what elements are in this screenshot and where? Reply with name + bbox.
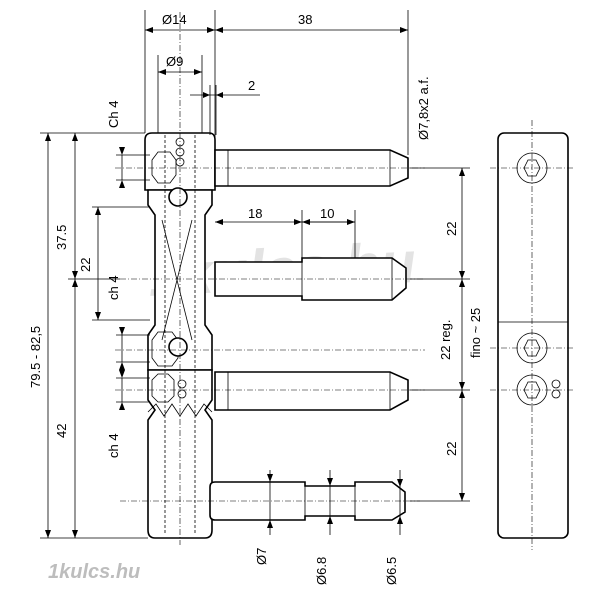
- arrowheads: [45, 27, 465, 538]
- ball-upper: [168, 187, 188, 207]
- dim-chamfer-lower: ch 4: [106, 433, 121, 458]
- hex-socket-upper: [151, 151, 177, 184]
- dim-diameter-6-5: Ø6.5: [384, 557, 399, 585]
- dim-42: 42: [54, 424, 69, 438]
- lower-pin: [214, 371, 409, 411]
- dim-hex-7-8: Ø7,8x2 a.f.: [416, 76, 431, 140]
- hinge-side-view: [144, 132, 409, 539]
- hex-socket-middle: [151, 331, 179, 367]
- dim-18: 18: [248, 206, 262, 221]
- hex-socket-lower: [151, 373, 175, 403]
- dim-length-38: 38: [298, 12, 312, 27]
- dimension-labels: Ø14 38 Ø9 2 Ch 4 Ø7,8x2 a.f. 37.5 22 ch …: [28, 12, 483, 585]
- dim-diameter-7: Ø7: [254, 548, 269, 565]
- hinge-front-view: [490, 120, 575, 550]
- dim-total-length: 79.5 - 82,5: [28, 326, 43, 388]
- dim-diameter-14: Ø14: [162, 12, 187, 27]
- dim-22-right-low: 22: [444, 442, 459, 456]
- dimension-lines: [40, 10, 470, 539]
- dim-diameter-6-8: Ø6.8: [314, 557, 329, 585]
- dim-chamfer-top: Ch 4: [106, 101, 121, 128]
- dim-22-right-top: 22: [444, 222, 459, 236]
- dim-10: 10: [320, 206, 334, 221]
- dim-gap-2: 2: [248, 78, 255, 93]
- dim-37-5: 37.5: [54, 225, 69, 250]
- ball-middle: [168, 337, 188, 357]
- dim-22-left: 22: [78, 258, 93, 272]
- dim-diameter-9: Ø9: [166, 54, 183, 69]
- dim-chamfer-middle: ch 4: [106, 275, 121, 300]
- dim-22-reg: 22 reg.: [438, 320, 453, 360]
- dim-fino-25: fino ~ 25: [468, 308, 483, 358]
- front-barrel: [497, 132, 569, 539]
- centerlines: [115, 12, 425, 545]
- watermark-corner: 1kulcs.hu: [48, 561, 140, 583]
